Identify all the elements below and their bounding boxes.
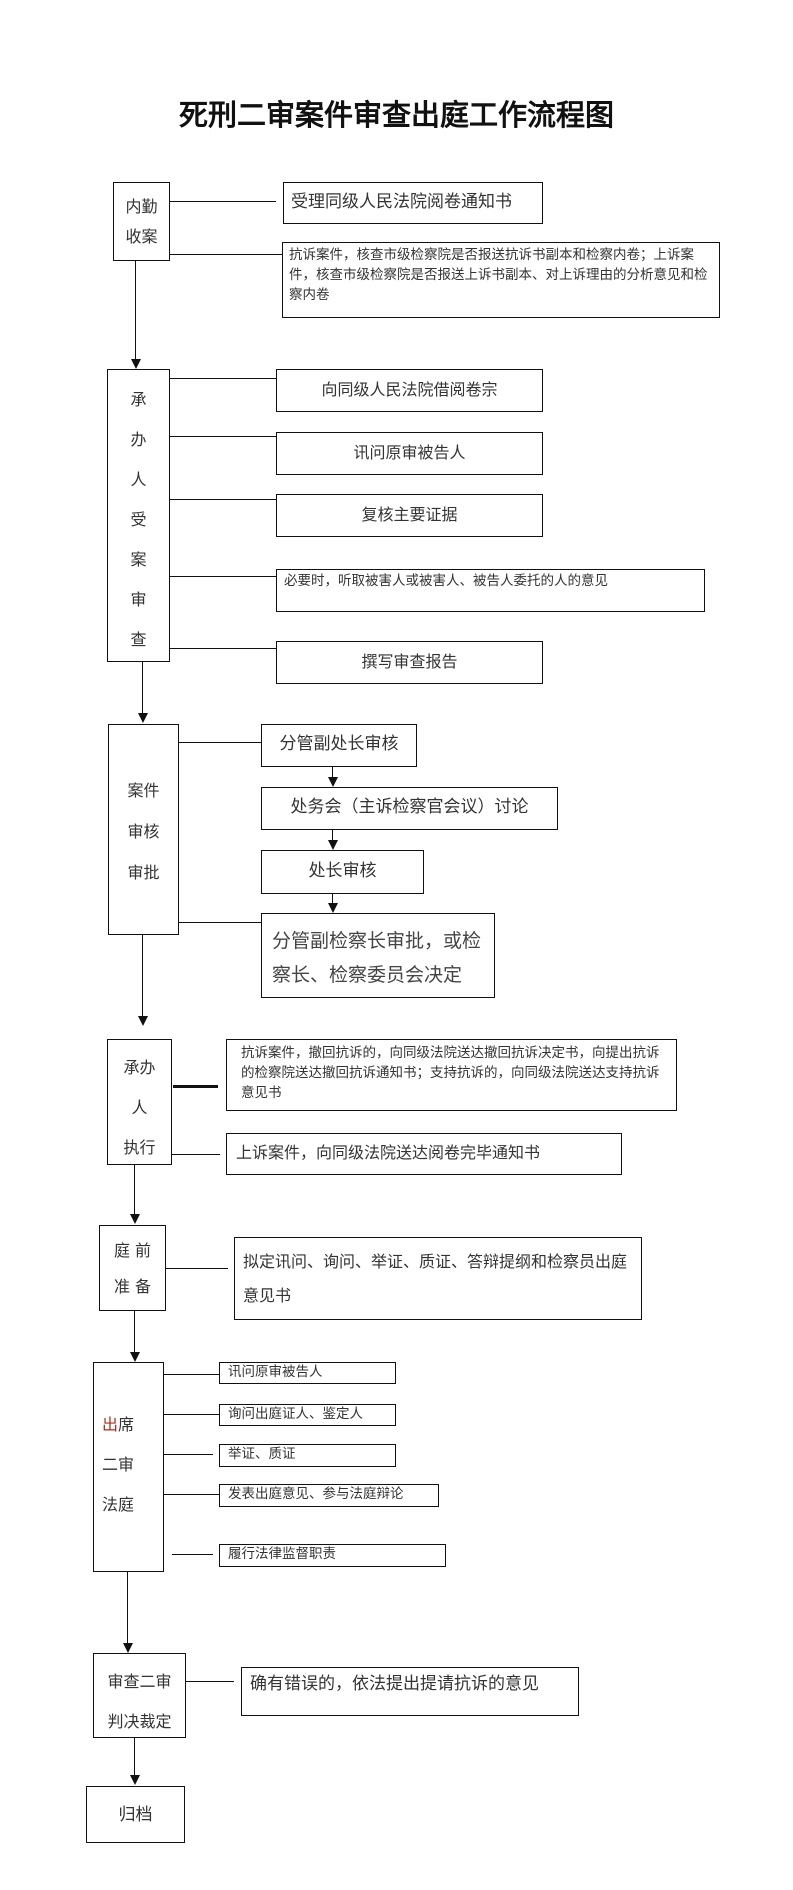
flow-line [332, 894, 334, 904]
draft-outline-box [234, 1237, 642, 1320]
step-judgment-label: 审查二审 判决裁定 [107, 1672, 172, 1731]
procurator-approval-text: 分管副检察长审批，或检察长、检察委员会决定 [272, 930, 482, 986]
deputy-chief-review-text: 分管副处长审核 [279, 734, 399, 754]
hear-victims-text: 必要时，听取被害人或被害人、被告人委托的人的意见 [284, 573, 608, 589]
evidence-box [219, 1444, 396, 1467]
flow-line [332, 767, 334, 779]
arrow-down-icon [328, 903, 338, 913]
flow-line [134, 1738, 136, 1776]
court-interrogate-text: 讯问原审被告人 [228, 1364, 323, 1380]
check-files-text: 抗诉案件，核查市级检察院是否报送抗诉书副本和检察内卷；上诉案件，核查市级检察院是… [289, 247, 708, 303]
page-title: 死刑二审案件审查出庭工作流程图 [178, 98, 614, 132]
step-judgment-box [93, 1653, 186, 1738]
borrow-files-box [276, 369, 543, 412]
arrow-down-icon [138, 1016, 148, 1026]
connector [179, 922, 261, 924]
chief-review-text: 处长审核 [308, 861, 377, 881]
connector [170, 499, 276, 501]
arrow-down-icon [123, 1643, 133, 1653]
division-meeting-text: 处务会（主诉检察官会议）讨论 [290, 797, 529, 817]
step-court-label: 出席 二审 法庭 [93, 1405, 143, 1525]
appeal-notice-text: 上诉案件，向同级法院送达阅卷完毕通知书 [236, 1143, 541, 1162]
step-execute-box [107, 1039, 172, 1165]
procurator-approval-box [261, 913, 495, 998]
arrow-down-icon [138, 713, 148, 723]
step-prepare-label: 庭 前 准 备 [113, 1241, 152, 1296]
connector [170, 378, 276, 380]
step-review-box [107, 369, 170, 662]
step-court-label-rest: 席 二审 法庭 [101, 1415, 135, 1514]
hear-victims-box [276, 569, 705, 612]
flow-line [134, 1311, 136, 1352]
step-approval-box [108, 724, 179, 935]
connector [179, 742, 261, 744]
check-files-box [282, 242, 720, 318]
connector [170, 648, 276, 650]
flow-line [127, 1572, 129, 1644]
court-opinion-text: 发表出庭意见、参与法庭辩论 [228, 1486, 404, 1502]
protest-opinion-text: 确有错误的，依法提出提请抗诉的意见 [250, 1674, 539, 1694]
verify-evidence-text: 复核主要证据 [361, 505, 458, 524]
step-execute-label: 承办 人 执行 [123, 1058, 156, 1157]
flow-line [134, 1165, 136, 1215]
flow-line [332, 830, 334, 840]
chief-review-box [261, 850, 424, 894]
connector [164, 1414, 219, 1416]
draft-outline-text: 拟定讯问、询问、举证、质证、答辩提纲和检察员出庭意见书 [243, 1252, 628, 1305]
step-archive-box [86, 1786, 185, 1843]
step-archive-label: 归档 [118, 1805, 153, 1825]
connector [170, 201, 276, 203]
flow-line [135, 261, 137, 361]
protest-opinion-box [241, 1667, 579, 1716]
connector [164, 1494, 219, 1496]
court-interrogate-box [219, 1362, 396, 1384]
connector [170, 576, 276, 578]
question-witness-text: 询问出庭证人、鉴定人 [228, 1406, 363, 1422]
interrogate-box [276, 432, 543, 475]
step-intake-box [113, 182, 170, 261]
division-meeting-box [261, 787, 558, 830]
borrow-files-text: 向同级人民法院借阅卷宗 [321, 380, 498, 399]
step-intake-label: 内勤 收案 [125, 197, 158, 246]
arrow-down-icon [131, 359, 141, 369]
connector [164, 1374, 219, 1376]
connector [172, 1554, 213, 1556]
appeal-notice-box [226, 1133, 622, 1175]
supervision-box [219, 1544, 446, 1567]
evidence-text: 举证、质证 [228, 1446, 296, 1462]
connector [170, 436, 276, 438]
arrow-down-icon [328, 777, 338, 787]
connector [186, 1681, 234, 1683]
step-review-label: 承 办 人 受 案 审 查 [130, 390, 147, 649]
receive-notice-text: 受理同级人民法院阅卷通知书 [291, 192, 512, 212]
step-court-box [93, 1362, 164, 1572]
interrogate-text: 讯问原审被告人 [353, 443, 466, 462]
court-opinion-box [219, 1484, 439, 1507]
connector [164, 1454, 213, 1456]
write-report-text: 撰写审查报告 [361, 652, 458, 671]
flow-line [142, 662, 144, 715]
arrow-down-icon [328, 840, 338, 850]
supervision-text: 履行法律监督职责 [228, 1546, 336, 1562]
receive-notice-box [283, 182, 543, 224]
connector [170, 254, 282, 256]
protest-handling-text: 抗诉案件，撤回抗诉的，向同级法院送达撤回抗诉决定书，向提出抗诉的检察院送达撤回抗… [241, 1045, 660, 1101]
flow-line [142, 935, 144, 1017]
deputy-chief-review-box [261, 724, 417, 767]
connector [173, 1085, 218, 1088]
arrow-down-icon [130, 1775, 140, 1785]
protest-handling-box [226, 1039, 677, 1111]
connector [166, 1268, 228, 1270]
arrow-down-icon [130, 1214, 140, 1224]
step-approval-label: 案件 审核 审批 [127, 781, 160, 882]
arrow-down-icon [130, 1352, 140, 1362]
connector [172, 1154, 220, 1156]
write-report-box [276, 641, 543, 684]
question-witness-box [219, 1404, 396, 1426]
accent-char: 出 [101, 1415, 118, 1434]
verify-evidence-box [276, 494, 543, 537]
step-prepare-box [99, 1225, 166, 1311]
